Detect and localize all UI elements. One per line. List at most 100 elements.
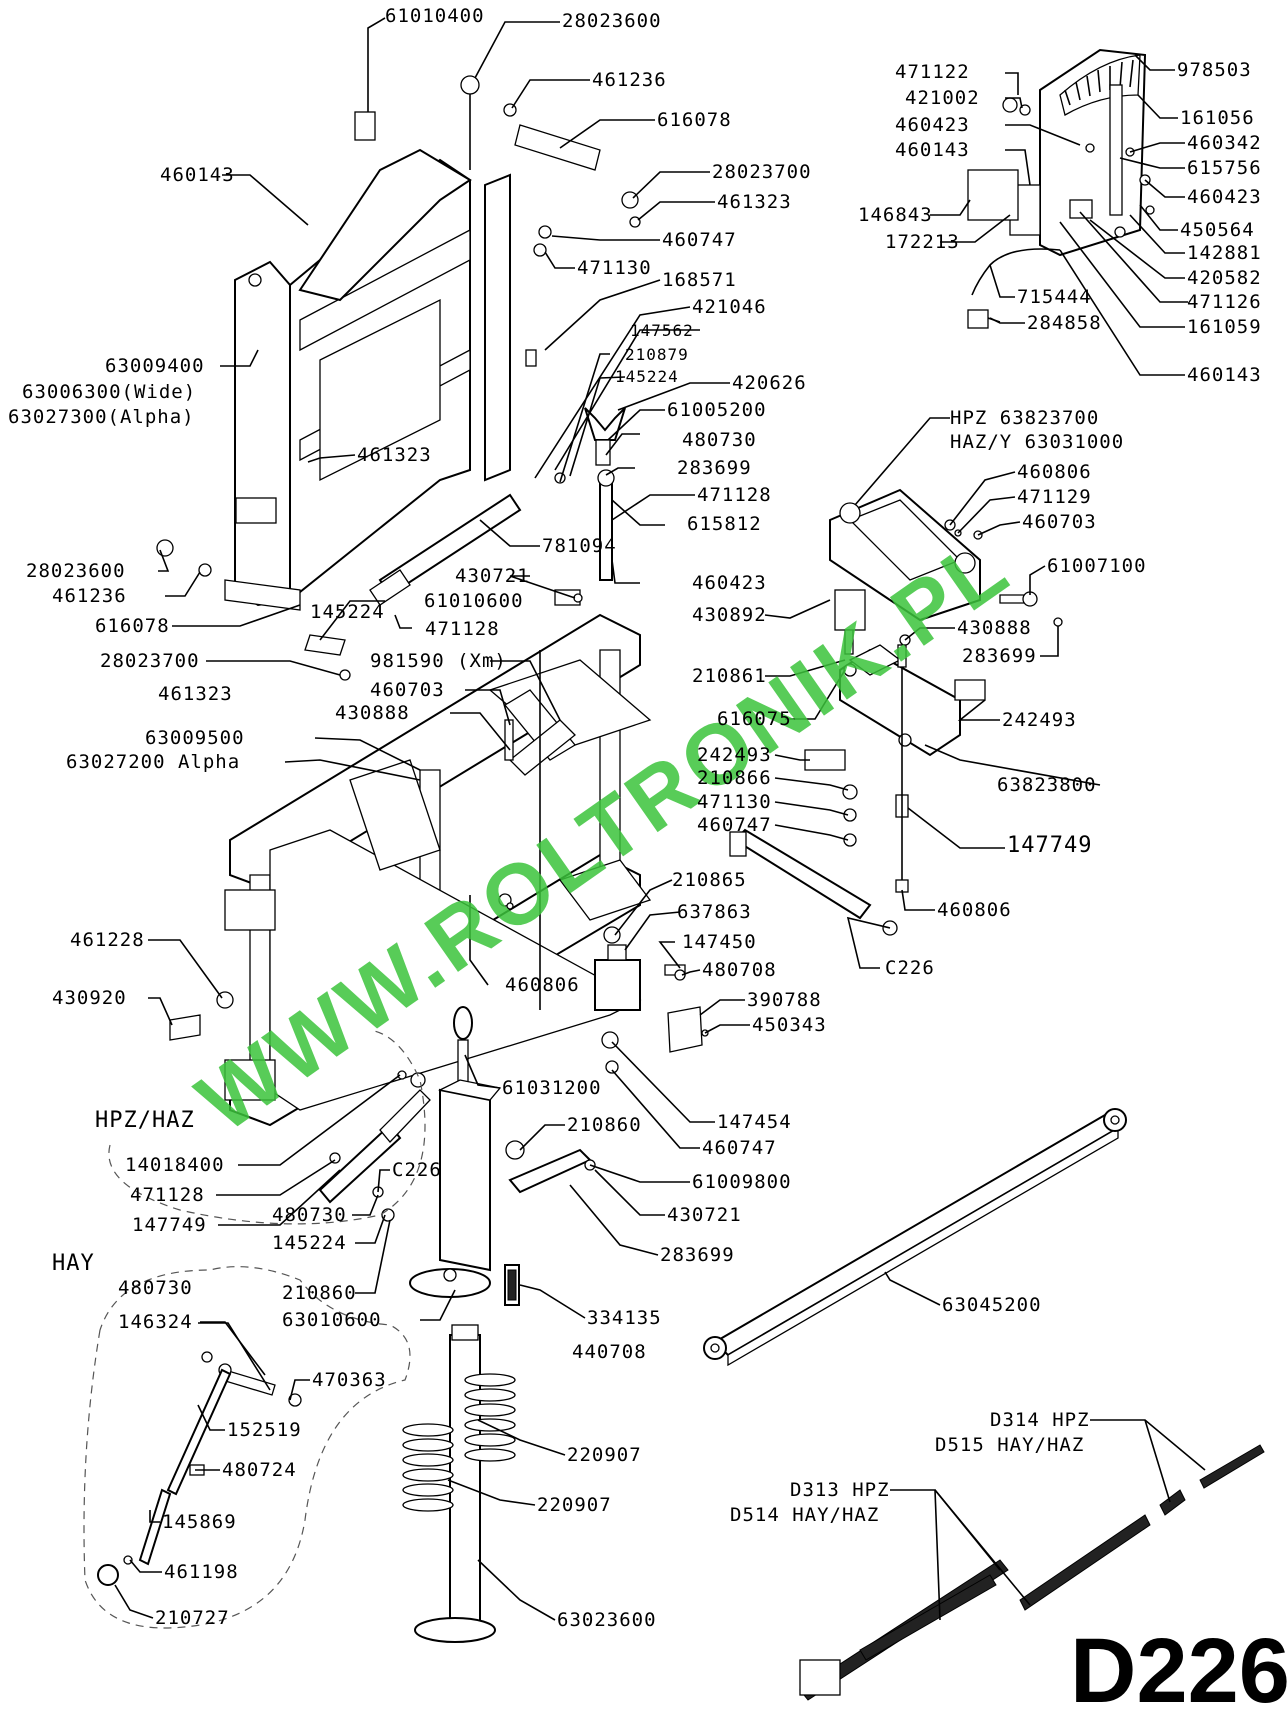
part-label: 63010600: [282, 1309, 382, 1331]
part-label: 63006300(Wide): [22, 381, 196, 403]
part-label: 161056: [1180, 107, 1255, 129]
part-label: 978503: [1177, 59, 1252, 81]
part-label: 430888: [335, 702, 410, 724]
part-label: 471130: [577, 257, 652, 279]
part-label: 450564: [1180, 219, 1255, 241]
part-label: 460423: [895, 114, 970, 136]
part-label: 460703: [1022, 511, 1097, 533]
part-label: 210866: [697, 767, 772, 789]
part-label: 63023600: [557, 1609, 657, 1631]
part-label: 210865: [672, 869, 747, 891]
part-label: C226: [392, 1159, 442, 1181]
center-pins: [554, 407, 626, 581]
part-label: 210860: [282, 1282, 357, 1304]
part-label: 480730: [118, 1277, 193, 1299]
foot-plate: [505, 1140, 596, 1194]
part-label: 61005200: [667, 399, 767, 421]
part-label: 63009400: [105, 355, 205, 377]
part-label: 460143: [1187, 364, 1262, 386]
part-label: 460143: [895, 139, 970, 161]
part-label: 460747: [697, 814, 772, 836]
part-label: 390788: [747, 989, 822, 1011]
part-label: C226: [885, 957, 935, 979]
jack-body: [409, 1079, 502, 1298]
part-label: 471128: [697, 484, 772, 506]
upper-cylinder: [369, 493, 522, 606]
spring-left: [402, 1423, 454, 1512]
drawings: [83, 48, 1265, 1701]
part-label: 14018400: [125, 1154, 225, 1176]
part-label: 480708: [702, 959, 777, 981]
part-label: 430892: [692, 604, 767, 626]
part-label: 615812: [687, 513, 762, 535]
hay-rod: [97, 1351, 302, 1586]
part-label: 471130: [697, 791, 772, 813]
part-label: 28023700: [712, 161, 812, 183]
part-label: 210860: [567, 1114, 642, 1136]
part-label: 450343: [752, 1014, 827, 1036]
part-label: D515 HAY/HAZ: [935, 1434, 1084, 1456]
part-label: 460806: [505, 974, 580, 996]
part-label: HAZ/Y 63031000: [950, 431, 1124, 453]
part-label: 172213: [885, 231, 960, 253]
part-label: 981590 (Xm): [370, 650, 507, 672]
pin-61007100: [999, 591, 1063, 627]
part-label: 210879: [625, 345, 689, 364]
part-label: 460703: [370, 679, 445, 701]
part-label: 460423: [692, 572, 767, 594]
part-label: 146324: [118, 1311, 193, 1333]
part-label: 63045200: [942, 1294, 1042, 1316]
part-label: D514 HAY/HAZ: [730, 1504, 879, 1526]
right-bracket: [829, 488, 983, 622]
diagram-code: D226: [1070, 1620, 1288, 1714]
part-label: 461323: [357, 444, 432, 466]
part-label: 61010600: [424, 590, 524, 612]
part-label: 461236: [592, 69, 667, 91]
gauge-ticks: [1064, 59, 1134, 106]
bracket-334135: [504, 1264, 520, 1306]
part-label: 460342: [1187, 132, 1262, 154]
part-label: 168571: [662, 269, 737, 291]
part-label: 147454: [717, 1111, 792, 1133]
part-label: 242493: [1002, 709, 1077, 731]
gauge-plate: [967, 48, 1155, 329]
part-label: 460806: [1017, 461, 1092, 483]
part-label: 152519: [227, 1419, 302, 1441]
part-label: 63027300(Alpha): [8, 406, 195, 428]
part-label: 421046: [692, 296, 767, 318]
part-label: 637863: [677, 901, 752, 923]
part-label: 210727: [155, 1607, 230, 1629]
top-pins: [354, 75, 641, 367]
part-label: 461323: [717, 191, 792, 213]
part-label: 220907: [537, 1494, 612, 1516]
right-cylinder: [729, 828, 898, 936]
part-label: 146843: [858, 204, 933, 226]
part-label: 471126: [1187, 291, 1262, 313]
part-label: 334135: [587, 1307, 662, 1329]
part-label: 430920: [52, 987, 127, 1009]
part-label: 460747: [662, 229, 737, 251]
part-label: 471128: [425, 618, 500, 640]
part-label: 145224: [615, 367, 679, 386]
part-label: 440708: [572, 1341, 647, 1363]
part-label: 284858: [1027, 312, 1102, 334]
frame-small-parts: [169, 589, 583, 1041]
part-labels: 61010400 28023600 461236 616078 460143 2…: [8, 5, 1262, 1631]
part-label: 61031200: [502, 1077, 602, 1099]
part-label: 63027200 Alpha: [66, 751, 240, 773]
part-label: 63009500: [145, 727, 245, 749]
part-label: 430721: [667, 1204, 742, 1226]
part-label: 420626: [732, 372, 807, 394]
part-label: 242493: [697, 744, 772, 766]
part-label: 461323: [158, 683, 233, 705]
part-label: 220907: [567, 1444, 642, 1466]
part-label: 471128: [130, 1184, 205, 1206]
spring-right: [464, 1373, 516, 1462]
part-label: D314 HPZ: [990, 1409, 1090, 1431]
part-label: 161059: [1187, 316, 1262, 338]
part-label: 145224: [272, 1232, 347, 1254]
lower-right-bracket: [834, 589, 986, 757]
part-label: 430721: [455, 565, 530, 587]
part-label: 461236: [52, 585, 127, 607]
